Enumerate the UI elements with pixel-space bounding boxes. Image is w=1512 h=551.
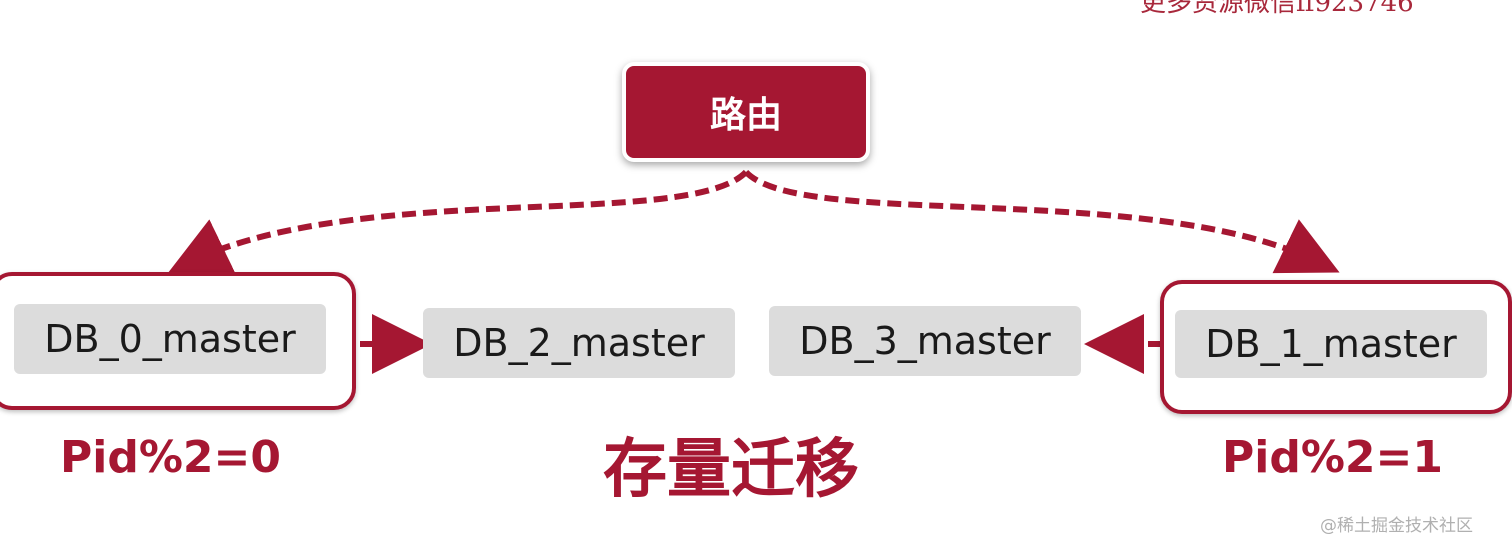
header-partial-text: 更多资源微信ff923746 — [1140, 0, 1414, 18]
db-node-db0: DB_0_master — [14, 304, 326, 374]
db-node-db2: DB_2_master — [423, 308, 735, 378]
watermark: @稀土掘金技术社区 — [1320, 516, 1473, 536]
db-node-db1: DB_1_master — [1175, 310, 1487, 378]
condition-left: Pid%2=0 — [60, 432, 282, 483]
arrow-router-to-db1 — [743, 169, 1340, 274]
caption-title: 存量迁移 — [603, 433, 859, 507]
arrow-router-to-db0 — [168, 169, 749, 274]
condition-right: Pid%2=1 — [1222, 432, 1444, 483]
db-node-db3: DB_3_master — [769, 306, 1081, 376]
router-node: 路由 — [622, 62, 870, 162]
